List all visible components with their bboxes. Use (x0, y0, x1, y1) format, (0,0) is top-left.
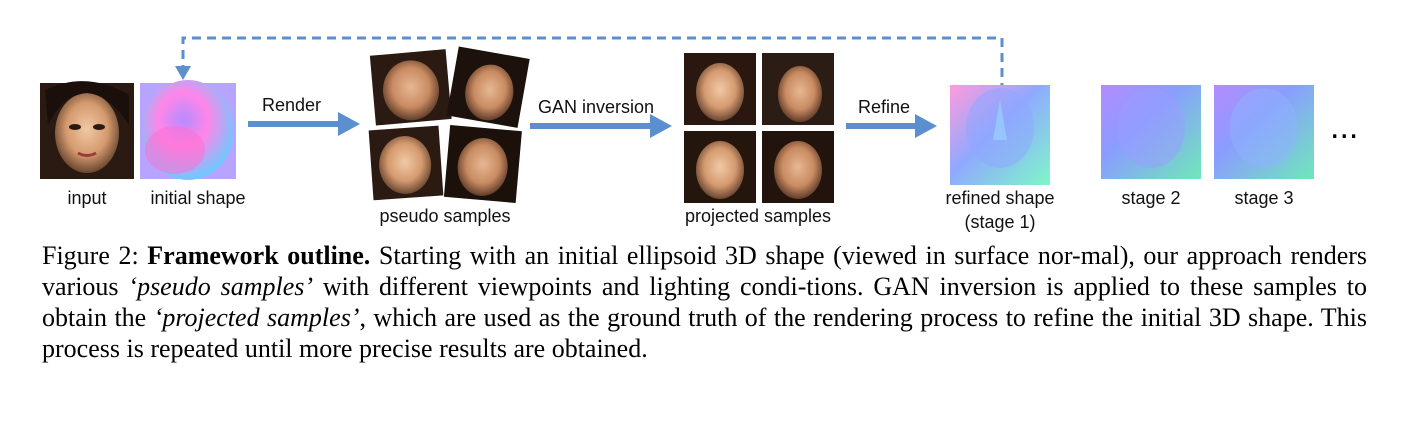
caption-text-1: Starting with an initial ellipsoid 3D sh… (42, 241, 1368, 301)
gan-inversion-label: GAN inversion (538, 97, 655, 117)
caption-text-3: , which are used as the ground truth of … (42, 303, 1367, 363)
figure-graphics (40, 36, 1314, 203)
render-arrow (248, 112, 360, 136)
feedback-dashed-arrow (175, 36, 1004, 92)
projected-samples-grid (684, 53, 834, 203)
input-face-image (40, 81, 134, 179)
caption-prefix: Figure 2: (42, 241, 148, 270)
ellipsis: ... (1330, 108, 1359, 146)
stage2-shape-image (1101, 85, 1201, 179)
stage2-label: stage 2 (1121, 188, 1181, 208)
stage3-shape-image (1214, 85, 1314, 179)
projected-samples-label: projected samples (684, 206, 832, 226)
input-label: input (67, 188, 107, 208)
pseudo-samples-label: pseudo samples (379, 206, 511, 226)
caption-title: Framework outline. (147, 241, 371, 270)
refined-shape-label: refined shape (945, 188, 1055, 208)
figure-caption: Figure 2: Framework outline. Starting wi… (42, 240, 1367, 364)
pseudo-samples-grid (368, 46, 530, 203)
caption-italic-1: ‘pseudo samples’ (128, 272, 314, 301)
framework-figure: Render GAN inversion Refine input initia… (40, 36, 1359, 232)
render-label: Render (262, 95, 322, 115)
stage3-label: stage 3 (1234, 188, 1294, 208)
refine-label: Refine (858, 97, 911, 117)
refine-arrow (846, 114, 937, 138)
gan-inversion-arrow (530, 114, 672, 138)
initial-shape-label: initial shape (150, 188, 246, 208)
caption-italic-2: ‘projected samples’ (153, 303, 360, 332)
refined-shape-image (950, 85, 1050, 185)
caption-text-2: with different viewpoints and lighting c… (42, 272, 1367, 332)
initial-shape-image (140, 80, 236, 180)
refined-shape-stage-label: (stage 1) (964, 212, 1036, 232)
